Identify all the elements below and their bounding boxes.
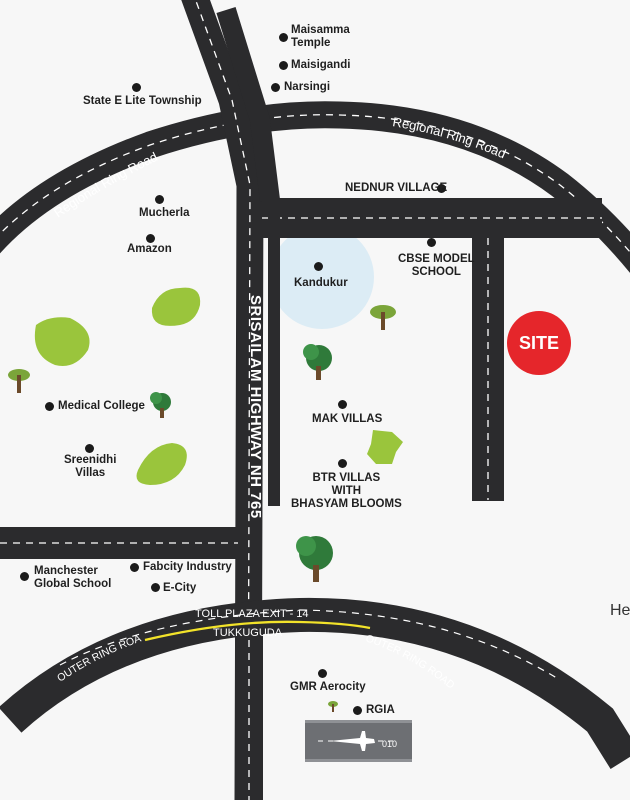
tukkuguda-label: TUKKUGUDA: [213, 627, 283, 639]
btr-villas-dot[interactable]: [338, 459, 347, 468]
tree-icon-3: [296, 536, 333, 582]
btr-line-3: BHASYAM BLOOMS: [291, 498, 402, 510]
kandukur-road[interactable]: [268, 216, 280, 506]
ecity-dot[interactable]: [151, 583, 160, 592]
gmr-aerocity-dot[interactable]: [318, 669, 327, 678]
tukkuguda-highlight: [144, 620, 371, 642]
narsingi-label: Narsingi: [284, 81, 331, 93]
maisigandi-dot[interactable]: [279, 61, 288, 70]
kandukur-label: Kandukur: [294, 277, 348, 289]
highway-branch[interactable]: [216, 7, 280, 202]
medical-college-label: Medical College: [58, 400, 145, 412]
mucherla-label: Mucherla: [139, 207, 190, 219]
maisamma-temple-line-1: Maisamma: [291, 24, 350, 36]
tree-icon-5: [8, 369, 30, 393]
btr-line-2: WITH: [331, 485, 362, 497]
gmr-aerocity-label: GMR Aerocity: [290, 681, 366, 693]
mak-villas-dot[interactable]: [338, 400, 347, 409]
manchester-school-dot[interactable]: [20, 572, 29, 581]
tree-icon-2: [303, 344, 332, 380]
tree-icon-1: [150, 392, 171, 418]
ecity-label: E-City: [163, 582, 197, 594]
rgia-dot[interactable]: [353, 706, 362, 715]
medical-college-dot[interactable]: [45, 402, 54, 411]
amazon-label: Amazon: [127, 243, 172, 255]
state-elite-dot[interactable]: [132, 83, 141, 92]
outer-ring-road[interactable]: [0, 597, 630, 770]
maisamma-temple-label: Maisamma Temple: [291, 24, 350, 50]
nednur-village-label: NEDNUR VILLAGE: [345, 182, 448, 194]
cbse-line-1: CBSE MODEL: [398, 253, 475, 265]
kandukur-zone: [270, 225, 374, 329]
site-marker[interactable]: SITE: [507, 311, 571, 375]
kandukur-dot[interactable]: [314, 262, 323, 271]
site-label: SITE: [518, 332, 559, 353]
manchester-line-1: Manchester: [34, 565, 98, 577]
fabcity-dot[interactable]: [130, 563, 139, 572]
tree-icon-6: [328, 701, 338, 712]
amazon-dot[interactable]: [146, 234, 155, 243]
sreenidhi-villas-dot[interactable]: [85, 444, 94, 453]
tree-icon-4: [370, 305, 396, 330]
sreenidhi-villas-label: Sreenidhi Villas: [64, 454, 116, 480]
svg-text:010: 010: [382, 739, 397, 749]
edge-text: He: [610, 602, 630, 619]
manchester-school-label: Manchester Global School: [34, 565, 111, 591]
cbse-line-2: SCHOOL: [411, 266, 461, 278]
btr-line-1: BTR VILLAS: [312, 472, 381, 484]
mucherla-dot[interactable]: [155, 195, 164, 204]
btr-villas-label: BTR VILLAS WITH BHASYAM BLOOMS: [291, 472, 402, 511]
fabcity-label: Fabcity Industry: [143, 561, 232, 573]
state-elite-label: State E Lite Township: [83, 95, 202, 107]
maisamma-temple-line-2: Temple: [291, 37, 331, 49]
highway-label: SRISAILAM HIGHWAY NH 765: [247, 295, 264, 519]
regional-ring-road-divider: [0, 114, 630, 253]
park-1: [151, 287, 201, 326]
sreenidhi-line-2: Villas: [75, 467, 106, 479]
cbse-school-label: CBSE MODEL SCHOOL: [398, 253, 475, 279]
park-4: [367, 430, 403, 464]
mak-villas-label: MAK VILLAS: [312, 413, 383, 425]
cbse-school-dot[interactable]: [427, 238, 436, 247]
park-2: [34, 317, 90, 366]
srisailam-highway-divider: [194, 0, 251, 800]
maisamma-temple-dot[interactable]: [279, 33, 288, 42]
rgia-label: RGIA: [366, 704, 395, 716]
manchester-line-2: Global School: [34, 578, 112, 590]
outer-ring-divider-right: [299, 609, 561, 681]
maisigandi-label: Maisigandi: [291, 59, 351, 71]
narsingi-dot[interactable]: [271, 83, 280, 92]
park-3: [136, 443, 187, 485]
toll-plaza-label: TOLL PLAZA EXIT - 14: [195, 608, 309, 620]
sreenidhi-line-1: Sreenidhi: [64, 454, 117, 466]
nednur-village-dot[interactable]: [437, 184, 446, 193]
airport-runway-icon: 010: [305, 720, 412, 762]
outer-ring-divider-left: [59, 609, 301, 666]
